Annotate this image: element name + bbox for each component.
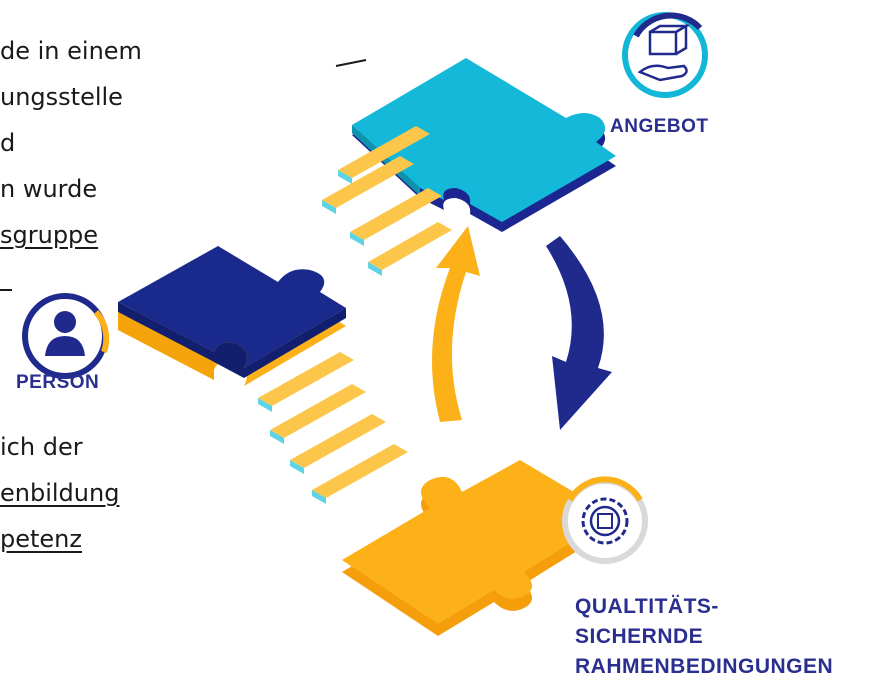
- label-quality: QUALTITÄTS- SICHERNDE RAHMENBEDINGUNGEN: [575, 592, 833, 682]
- package-in-hand-icon: [622, 12, 708, 98]
- link-underline-fragment[interactable]: [0, 289, 12, 291]
- connector-bars-upper: [322, 126, 452, 276]
- label-quality-line: QUALTITÄTS-: [575, 595, 719, 618]
- label-angebot: ANGEBOT: [610, 116, 709, 137]
- connector-bars-lower: [258, 352, 408, 504]
- label-quality-line: RAHMENBEDINGUNGEN: [575, 655, 834, 678]
- puzzle-piece-angebot: [352, 58, 616, 232]
- label-quality-line: SICHERNDE: [575, 625, 704, 648]
- label-person: PERSON: [16, 372, 100, 393]
- link-text[interactable]: enbildung: [0, 479, 120, 507]
- puzzle-piece-person: [118, 246, 346, 386]
- puzzle-piece-quality: [342, 460, 614, 636]
- link-text[interactable]: sgruppe: [0, 221, 99, 249]
- text-line: n wurde: [0, 175, 98, 203]
- arrow-down-navy: [546, 236, 612, 430]
- text-line: ich der: [0, 433, 83, 461]
- text-line: d: [0, 129, 16, 157]
- user-icon: [22, 293, 110, 379]
- text-line: de in einem: [0, 37, 142, 65]
- gear-puzzle-icon: [562, 476, 648, 564]
- stray-mark: [335, 59, 367, 67]
- link-text[interactable]: petenz: [0, 525, 82, 553]
- text-line: ungsstelle: [0, 83, 123, 111]
- arrow-up-yellow: [432, 226, 480, 422]
